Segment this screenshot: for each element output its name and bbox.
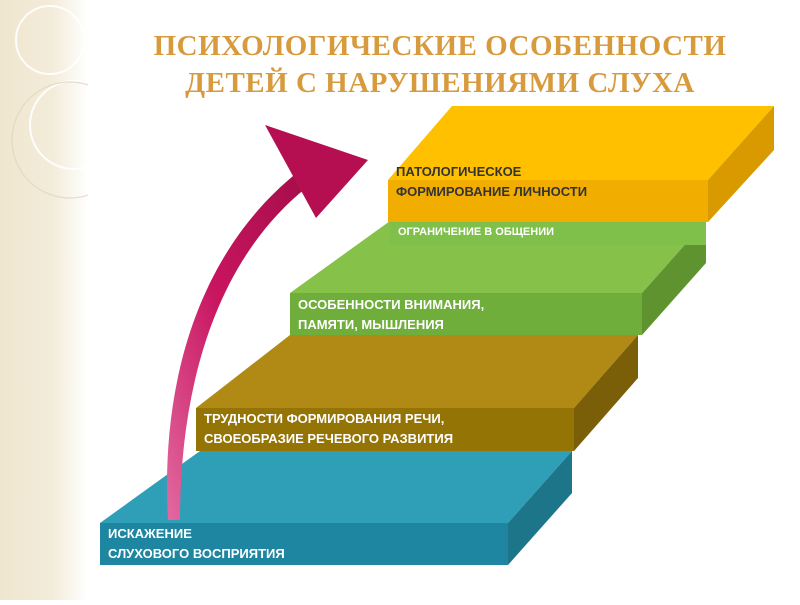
step-3-label-line-2: ПАМЯТИ, МЫШЛЕНИЯ <box>298 317 444 332</box>
step-1-top <box>100 451 572 523</box>
step-4-block <box>390 221 706 245</box>
step-1-label: ИСКАЖЕНИЕ СЛУХОВОГО ВОСПРИЯТИЯ <box>108 524 285 564</box>
step-1-block <box>100 451 572 565</box>
step-2-front <box>196 408 574 451</box>
step-3-label-line-1: ОСОБЕННОСТИ ВНИМАНИЯ, <box>298 297 485 312</box>
step-4-front <box>390 221 706 245</box>
step-4-label-line-1: ОГРАНИЧЕНИЕ В ОБЩЕНИИ <box>398 226 555 238</box>
step-2-label: ТРУДНОСТИ ФОРМИРОВАНИЯ РЕЧИ, СВОЕОБРАЗИЕ… <box>204 409 453 449</box>
step-3-label: ОСОБЕННОСТИ ВНИМАНИЯ, ПАМЯТИ, МЫШЛЕНИЯ <box>298 295 484 335</box>
step-3-side <box>642 221 706 335</box>
title-line-1: ПСИХОЛОГИЧЕСКИЕ ОСОБЕННОСТИ <box>153 30 727 62</box>
step-5-top <box>388 106 774 180</box>
step-5-block <box>388 106 774 222</box>
step-5-label: ПАТОЛОГИЧЕСКОЕ ФОРМИРОВАНИЕ ЛИЧНОСТИ <box>396 162 587 202</box>
step-2-label-line-2: СВОЕОБРАЗИЕ РЕЧЕВОГО РАЗВИТИЯ <box>204 431 454 446</box>
step-1-side <box>508 451 572 565</box>
title-line-2: ДЕТЕЙ С НАРУШЕНИЯМИ СЛУХА <box>185 67 695 99</box>
step-2-top <box>196 335 638 408</box>
step-1-front <box>100 523 508 565</box>
step-3-front <box>290 293 642 335</box>
step-5-side <box>708 106 774 222</box>
upward-arrow <box>167 125 368 520</box>
step-2-side <box>574 335 638 451</box>
arrow-head-icon <box>265 125 368 218</box>
step-4-label: ОГРАНИЧЕНИЕ В ОБЩЕНИИ <box>398 225 554 240</box>
step-5-label-line-2: ФОРМИРОВАНИЕ ЛИЧНОСТИ <box>396 184 588 199</box>
step-1-label-line-1: ИСКАЖЕНИЕ <box>108 526 192 541</box>
step-2-label-line-1: ТРУДНОСТИ ФОРМИРОВАНИЯ РЕЧИ, <box>204 411 445 426</box>
step-5-label-line-1: ПАТОЛОГИЧЕСКОЕ <box>396 164 522 179</box>
step-5-front <box>388 180 708 222</box>
step-1-label-line-2: СЛУХОВОГО ВОСПРИЯТИЯ <box>108 546 285 561</box>
arrow-shaft <box>167 172 306 520</box>
decorative-side-band <box>0 0 129 600</box>
step-2-block <box>196 335 638 451</box>
page-title: ПСИХОЛОГИЧЕСКИЕ ОСОБЕННОСТИ ДЕТЕЙ С НАРУ… <box>100 28 780 102</box>
